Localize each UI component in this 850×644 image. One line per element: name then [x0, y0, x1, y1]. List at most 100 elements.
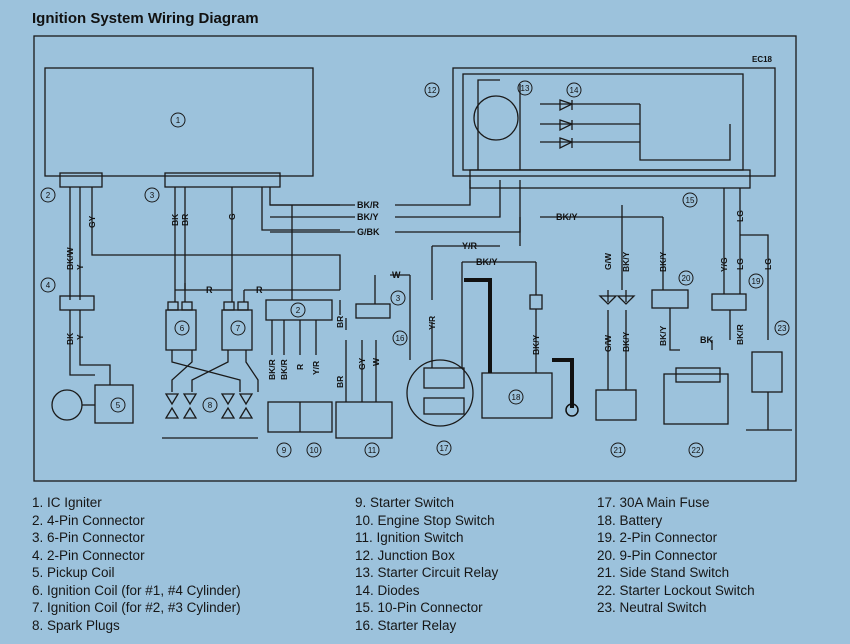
num-10: 10	[310, 446, 319, 455]
num-1: 1	[176, 116, 181, 125]
legend-item: 18. Battery	[597, 512, 663, 528]
connector-3-lower	[355, 303, 391, 319]
legend-item: 22. Starter Lockout Switch	[597, 582, 755, 598]
wire-label-gy: GY	[87, 215, 97, 228]
connector-3-upper	[164, 172, 281, 188]
starter-relay-fuse	[406, 359, 474, 427]
num-2b: 2	[296, 306, 301, 315]
wire-label-bkr: BK/R	[357, 200, 379, 210]
num-4: 4	[46, 281, 51, 290]
legend-item: 5. Pickup Coil	[32, 565, 115, 580]
legend-item: 15. 10-Pin Connector	[355, 600, 483, 615]
num-5: 5	[116, 401, 121, 410]
num-13: 13	[521, 84, 530, 93]
wire-label-bk-v2: BK	[65, 332, 75, 345]
wire-label-r-2: R	[256, 285, 263, 295]
num-22: 22	[692, 446, 701, 455]
legend-item: 17. 30A Main Fuse	[597, 495, 710, 510]
wire-label-bkr-v: BK/R	[267, 359, 277, 380]
legend-item: 11. Ignition Switch	[355, 530, 464, 545]
num-15: 15	[686, 196, 695, 205]
wire-label-r: R	[206, 285, 213, 295]
legend-item: 1. IC Igniter	[32, 495, 102, 510]
wire-label-bkw: BK/W	[65, 246, 75, 270]
wire-label-bky-v4: BK/Y	[658, 251, 668, 272]
legend-item: 20. 9-Pin Connector	[597, 547, 718, 563]
wire-label-bky-v3: BK/Y	[621, 331, 631, 352]
connector-2-middle	[265, 299, 333, 321]
legend-item: 19. 2-Pin Connector	[597, 530, 718, 545]
wire-label-gw-2: G/W	[603, 334, 613, 352]
wire-label-w-v: W	[371, 357, 381, 366]
num-2: 2	[46, 191, 51, 200]
num-19: 19	[752, 277, 761, 286]
junction-box	[452, 67, 776, 177]
ignition-switch	[335, 401, 393, 439]
legend-item: 7. Ignition Coil (for #2, #3 Cylinder)	[32, 600, 241, 615]
battery	[481, 372, 553, 419]
wire-label-yr-v: Y/R	[311, 361, 321, 375]
wire-label-bky-3: BK/Y	[476, 257, 498, 267]
wire-label-br-v: BR	[335, 316, 345, 328]
starter-circuit-relay	[473, 95, 519, 141]
wire-label-gy-v: GY	[357, 357, 367, 370]
wire-label-r-v: R	[295, 364, 305, 370]
wire-label-gbk: G/BK	[357, 227, 380, 237]
num-9: 9	[282, 446, 287, 455]
num-3b: 3	[396, 294, 401, 303]
legend-item: 13. Starter Circuit Relay	[355, 565, 499, 580]
num-21: 21	[614, 446, 623, 455]
ignition-coil-7	[221, 309, 253, 351]
neutral-switch	[751, 351, 783, 393]
connector-20	[651, 289, 689, 309]
legend-column-3: 17. 30A Main Fuse 18. Battery 19. 2-Pin …	[597, 494, 755, 617]
num-14: 14	[570, 86, 579, 95]
wire-label-bk-v1: BK	[170, 213, 180, 226]
legend-item: 6. Ignition Coil (for #1, #4 Cylinder)	[32, 582, 241, 598]
legend-item: 2. 4-Pin Connector	[32, 512, 145, 528]
wire-label-bky-v: BK/Y	[531, 334, 541, 355]
connector-2-upper	[59, 172, 103, 188]
num-7: 7	[236, 324, 241, 333]
legend-item: 21. Side Stand Switch	[597, 565, 730, 580]
num-11: 11	[368, 446, 377, 455]
ignition-coil-6	[165, 309, 197, 351]
legend-item: 23. Neutral Switch	[597, 600, 707, 615]
legend-item: 10. Engine Stop Switch	[355, 512, 495, 528]
starter-lockout-switch	[663, 373, 729, 425]
num-8: 8	[208, 401, 213, 410]
wire-label-bk: BK	[700, 335, 713, 345]
num-16: 16	[396, 334, 405, 343]
wire-label-yg: Y/G	[719, 257, 729, 272]
num-12: 12	[428, 86, 437, 95]
legend-item: 16. Starter Relay	[355, 617, 457, 633]
num-3: 3	[150, 191, 155, 200]
wire-label-w: W	[392, 270, 401, 280]
wire-label-y: Y	[75, 264, 85, 270]
figure-code: EC18	[752, 55, 773, 64]
wire-label-bky: BK/Y	[357, 212, 379, 222]
num-6: 6	[180, 324, 185, 333]
connector-4	[59, 295, 95, 311]
legend-column-1: 1. IC Igniter 2. 4-Pin Connector 3. 6-Pi…	[32, 494, 241, 634]
wiring-diagram: 1 2 3 4 5 6 7 2 8 9 10 11 3 16 17 18 12 …	[33, 35, 797, 482]
diagram-title: Ignition System Wiring Diagram	[32, 10, 259, 27]
wire-label-lg-3: LG	[763, 258, 773, 270]
legend: 1. IC Igniter 2. 4-Pin Connector 3. 6-Pi…	[0, 494, 850, 644]
wire-label-br-v2: BR	[335, 376, 345, 388]
wire-label-gw: G/W	[603, 252, 613, 270]
wire-label-lg-2: LG	[735, 258, 745, 270]
diagram-frame	[33, 35, 797, 482]
wire-label-bkr-v3: BK/R	[735, 324, 745, 345]
num-17: 17	[440, 444, 449, 453]
legend-item: 4. 2-Pin Connector	[32, 547, 145, 563]
legend-item: 9. Starter Switch	[355, 495, 455, 510]
wire-label-lg: LG	[735, 210, 745, 222]
wire-label-yr-v2: Y/R	[427, 316, 437, 330]
wire-label-bky-v5: BK/Y	[658, 325, 668, 346]
pickup-coil	[51, 389, 83, 421]
wire-label-bky-2: BK/Y	[556, 212, 578, 222]
wire-label-y-2: Y	[75, 334, 85, 340]
ic-igniter	[44, 67, 314, 177]
connector-15	[469, 169, 751, 189]
